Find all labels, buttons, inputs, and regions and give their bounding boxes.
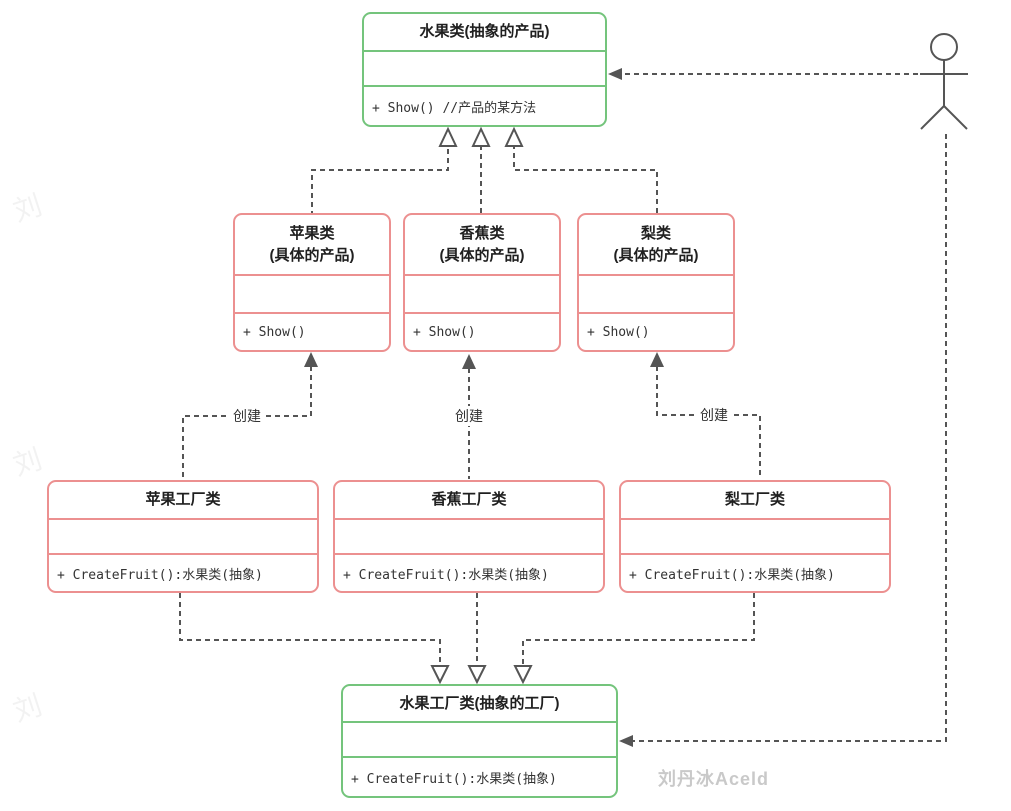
edge-actor-to-abstract-factory [619, 134, 947, 747]
class-box-pear-factory: 梨工厂类 + CreateFruit():水果类(抽象) [619, 480, 891, 593]
class-name: 水果工厂类(抽象的工厂) [399, 694, 560, 712]
edge-banana-realizes-abstract-product [471, 126, 491, 213]
edge-actor-to-abstract-product [608, 68, 918, 80]
class-methods: + Show() [405, 312, 559, 350]
class-name: 梨工厂类 [724, 491, 785, 509]
edge-label-create-banana: 创建 [450, 406, 488, 426]
class-name-line1: 香蕉类 [459, 224, 505, 242]
class-attributes [579, 274, 733, 312]
class-title: 水果类(抽象的产品) [364, 14, 605, 50]
class-name: 苹果工厂类 [145, 491, 221, 509]
class-methods: + Show() //产品的某方法 [364, 85, 605, 125]
class-box-apple-factory: 苹果工厂类 + CreateFruit():水果类(抽象) [47, 480, 319, 593]
class-attributes [621, 518, 889, 553]
class-box-banana-factory: 香蕉工厂类 + CreateFruit():水果类(抽象) [333, 480, 605, 593]
class-attributes [405, 274, 559, 312]
class-box-abstract-factory: 水果工厂类(抽象的工厂) + CreateFruit():水果类(抽象) [341, 684, 618, 798]
class-box-pear: 梨类 (具体的产品) + Show() [577, 213, 735, 352]
class-box-banana: 香蕉类 (具体的产品) + Show() [403, 213, 561, 352]
class-title: 梨工厂类 [621, 482, 889, 518]
class-attributes [364, 50, 605, 85]
edge-apple-factory-creates-apple [182, 352, 318, 479]
edge-pear-realizes-abstract-product [504, 126, 658, 213]
class-attributes [335, 518, 603, 553]
class-name-line2: (具体的产品) [613, 246, 699, 264]
class-name-line1: 梨类 [640, 224, 671, 242]
class-methods: + CreateFruit():水果类(抽象) [335, 553, 603, 591]
class-box-abstract-product: 水果类(抽象的产品) + Show() //产品的某方法 [362, 12, 607, 127]
class-methods: + CreateFruit():水果类(抽象) [343, 756, 616, 796]
class-title: 苹果类 (具体的产品) [235, 215, 389, 274]
class-name-line2: (具体的产品) [269, 246, 355, 264]
actor-icon [920, 33, 968, 130]
watermark-author: 刘丹冰Aceld [658, 769, 770, 789]
class-name-line2: (具体的产品) [439, 246, 525, 264]
class-box-apple: 苹果类 (具体的产品) + Show() [233, 213, 391, 352]
class-methods: + Show() [579, 312, 733, 350]
edge-pear-factory-realizes-abstract-factory [513, 593, 755, 685]
class-title: 苹果工厂类 [49, 482, 317, 518]
edge-apple-factory-realizes-abstract-factory [179, 593, 450, 685]
class-name-line1: 苹果类 [289, 224, 335, 242]
edge-banana-factory-realizes-abstract-factory [467, 593, 487, 685]
class-methods: + CreateFruit():水果类(抽象) [621, 553, 889, 591]
class-methods: + Show() [235, 312, 389, 350]
edge-label-create-apple: 创建 [228, 406, 266, 426]
class-name: 香蕉工厂类 [431, 491, 507, 509]
class-attributes [49, 518, 317, 553]
edge-label-create-pear: 创建 [695, 405, 733, 425]
class-name: 水果类(抽象的产品) [419, 23, 550, 41]
class-attributes [235, 274, 389, 312]
class-title: 梨类 (具体的产品) [579, 215, 733, 274]
class-title: 香蕉类 (具体的产品) [405, 215, 559, 274]
class-title: 香蕉工厂类 [335, 482, 603, 518]
class-title: 水果工厂类(抽象的工厂) [343, 686, 616, 721]
class-attributes [343, 721, 616, 756]
class-methods: + CreateFruit():水果类(抽象) [49, 553, 317, 591]
